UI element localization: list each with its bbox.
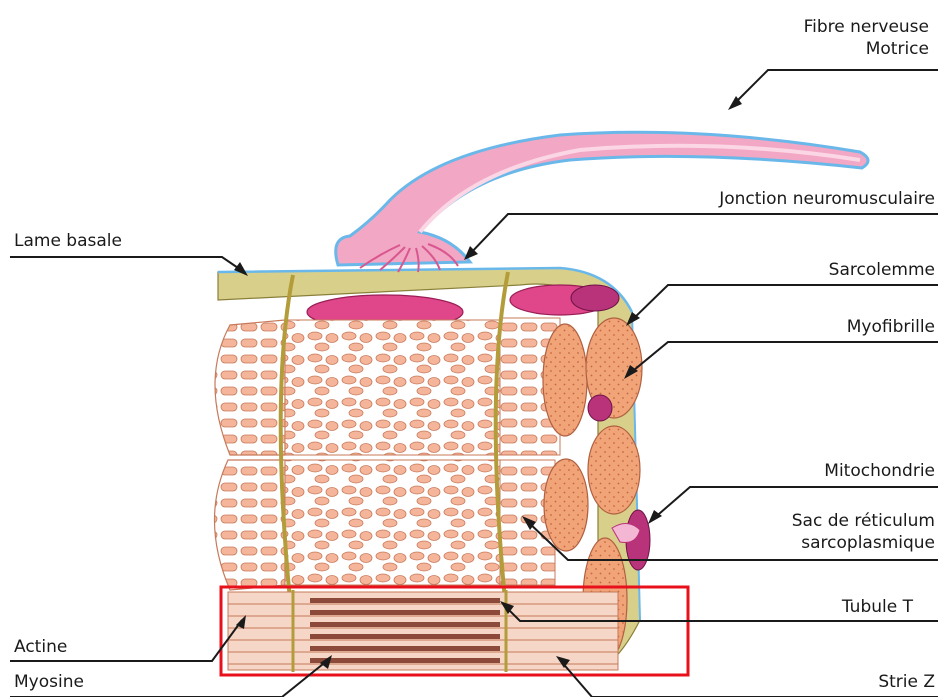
label-sac-line1: Sac de réticulum — [792, 510, 935, 532]
label-mitochondrie: Mitochondrie — [824, 460, 935, 482]
label-myofibrille: Myofibrille — [847, 316, 935, 338]
myofibril-left-lower — [214, 460, 285, 590]
myofibril-center-upper — [285, 320, 500, 455]
mitochondria-top — [571, 285, 619, 311]
label-myosine: Myosine — [14, 671, 84, 693]
label-fibre-nerveuse: Fibre nerveuse Motrice — [804, 16, 929, 60]
mitochondria-mid — [588, 395, 612, 421]
label-actine: Actine — [14, 636, 67, 658]
label-strie-z: Strie Z — [878, 671, 935, 693]
myofibril-left-upper — [215, 320, 285, 455]
label-sac-reticulum: Sac de réticulum sarcoplasmique — [792, 510, 935, 554]
myofibril-center-lower — [285, 460, 500, 585]
label-lame-basale: Lame basale — [14, 230, 122, 252]
label-jonction-neuromusculaire: Jonction neuromusculaire — [719, 188, 935, 210]
label-fibre-nerveuse-line2: Motrice — [804, 38, 929, 60]
label-sarcolemme: Sarcolemme — [829, 259, 935, 281]
label-tubule-t: Tubule T — [842, 596, 913, 618]
label-sac-line2: sarcoplasmique — [792, 532, 935, 554]
label-fibre-nerveuse-line1: Fibre nerveuse — [804, 16, 929, 38]
